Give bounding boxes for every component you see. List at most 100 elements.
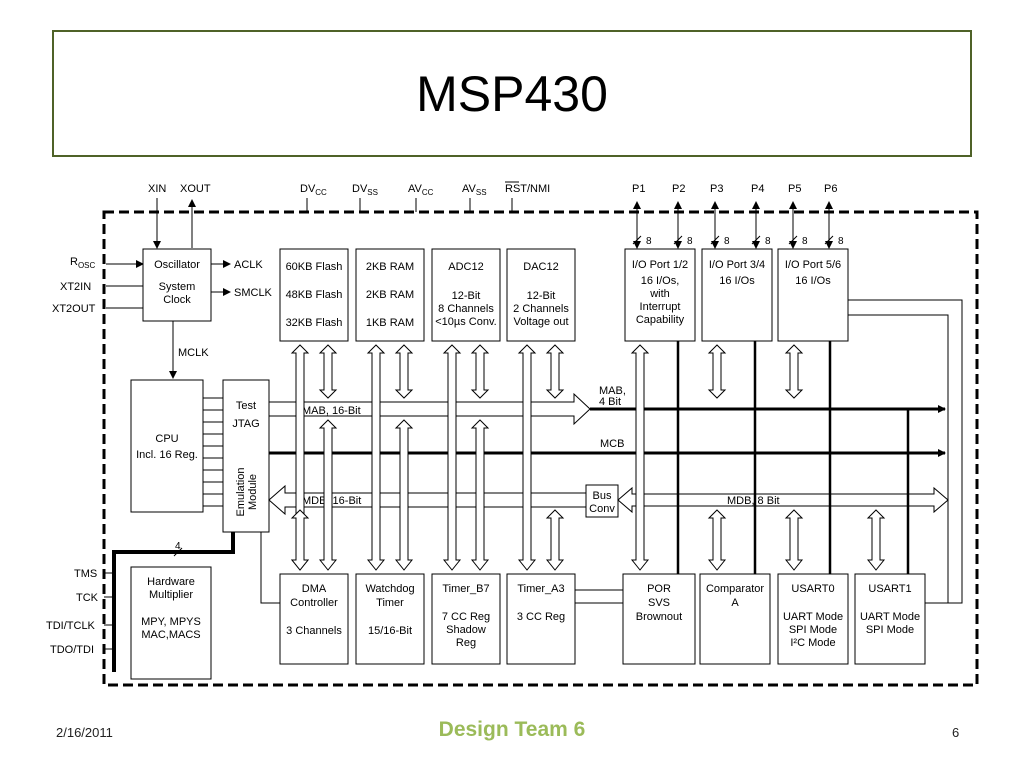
bus-connectors	[290, 344, 886, 571]
pin-p5: P5	[788, 183, 801, 195]
svg-text:System: System	[159, 281, 196, 293]
svg-text:60KB Flash: 60KB Flash	[286, 261, 343, 273]
svg-text:8: 8	[765, 236, 771, 247]
footer-page-number: 6	[952, 725, 960, 740]
aclk-label: ACLK	[234, 259, 263, 271]
pin-rst-nmi: RST/NMI	[505, 183, 550, 195]
por-svs-block	[622, 573, 696, 665]
svg-text:16 I/Os: 16 I/Os	[795, 275, 831, 287]
pin-p3: P3	[710, 183, 723, 195]
bus-conv-block	[585, 484, 619, 518]
pin-xin: XIN	[148, 183, 166, 195]
usart0-block	[777, 573, 849, 665]
dma-controller-block	[279, 573, 349, 665]
mab-16bit-bus	[268, 392, 591, 426]
svg-text:8: 8	[687, 236, 693, 247]
svg-text:Hardware: Hardware	[147, 576, 195, 588]
svg-text:16 I/Os: 16 I/Os	[719, 275, 755, 287]
svg-text:32KB Flash: 32KB Flash	[286, 317, 343, 329]
svg-text:Oscillator: Oscillator	[154, 259, 200, 271]
mclk-label: MCLK	[178, 347, 209, 359]
svg-text:DMA: DMA	[302, 583, 327, 595]
svg-text:2KB RAM: 2KB RAM	[366, 289, 414, 301]
svg-text:12-Bit: 12-Bit	[527, 290, 556, 302]
dac12-block	[506, 248, 576, 342]
pin-p4: P4	[751, 183, 764, 195]
svg-text:Module: Module	[247, 474, 259, 510]
svg-text:7 CC Reg: 7 CC Reg	[442, 611, 490, 623]
svg-text:Watchdog: Watchdog	[365, 583, 414, 595]
pin-p1: P1	[632, 183, 645, 195]
hardware-multiplier-block	[130, 566, 212, 680]
svg-text:3 CC Reg: 3 CC Reg	[517, 611, 565, 623]
svg-text:UART Mode: UART Mode	[783, 611, 843, 623]
svg-text:1KB RAM: 1KB RAM	[366, 317, 414, 329]
svg-text:8: 8	[802, 236, 808, 247]
svg-text:Controller: Controller	[290, 597, 338, 609]
svg-text:Test: Test	[236, 400, 256, 412]
mdb-8bit-bus	[617, 486, 949, 514]
comparator-a-block	[699, 573, 771, 665]
watchdog-timer-block	[355, 573, 425, 665]
svg-text:Multiplier: Multiplier	[149, 589, 193, 601]
timer-b7-block	[431, 573, 501, 665]
footer-date: 2/16/2011	[56, 725, 113, 740]
pin-tck: TCK	[76, 592, 99, 604]
svg-text:Conv: Conv	[589, 503, 615, 515]
pin-rosc: ROSC	[70, 256, 96, 270]
svg-text:Voltage out: Voltage out	[513, 316, 568, 328]
svg-text:MAB,: MAB,	[599, 385, 626, 397]
title-box: MSP430	[52, 30, 972, 157]
pin-p2: P2	[672, 183, 685, 195]
io-port-5-6-block	[777, 248, 849, 342]
smclk-label: SMCLK	[234, 287, 273, 299]
footer-team-name: Design Team 6	[438, 718, 586, 741]
svg-text:15/16-Bit: 15/16-Bit	[368, 625, 412, 637]
svg-text:8: 8	[838, 236, 844, 247]
port-pin-lines	[632, 201, 834, 249]
svg-text:4 Bit: 4 Bit	[599, 396, 621, 408]
svg-text:Comparator: Comparator	[706, 583, 764, 595]
svg-text:Incl. 16 Reg.: Incl. 16 Reg.	[136, 449, 198, 461]
svg-text:Interrupt: Interrupt	[640, 301, 681, 313]
pin-tdi-tclk: TDI/TCLK	[46, 620, 96, 632]
ram-block	[355, 248, 425, 342]
svg-text:POR: POR	[647, 583, 671, 595]
pin-p6: P6	[824, 183, 837, 195]
svg-text:2KB RAM: 2KB RAM	[366, 261, 414, 273]
svg-text:I²C Mode: I²C Mode	[790, 637, 835, 649]
jtag-emulation-block	[222, 379, 270, 533]
svg-text:JTAG: JTAG	[232, 418, 259, 430]
svg-text:SPI Mode: SPI Mode	[789, 624, 837, 636]
svg-text:<10µs Conv.: <10µs Conv.	[435, 316, 496, 328]
chip-boundary	[102, 210, 979, 687]
flash-block	[279, 248, 349, 342]
cpu-block	[130, 379, 204, 513]
svg-text:8 Channels: 8 Channels	[438, 303, 494, 315]
pin-xt2out: XT2OUT	[52, 303, 96, 315]
adc12-block	[431, 248, 501, 342]
svg-text:Timer: Timer	[376, 597, 404, 609]
svg-text:USART0: USART0	[791, 583, 834, 595]
svg-text:USART1: USART1	[868, 583, 911, 595]
svg-text:A: A	[731, 597, 739, 609]
timer-a3-block	[506, 573, 576, 665]
usart1-block	[854, 573, 926, 665]
pin-dvcc: DVCC	[300, 183, 327, 197]
svg-text:Timer_A3: Timer_A3	[517, 583, 564, 595]
svg-text:Timer_B7: Timer_B7	[442, 583, 489, 595]
svg-text:MCB: MCB	[600, 438, 624, 450]
svg-text:12-Bit: 12-Bit	[452, 290, 481, 302]
svg-text:MPY, MPYS: MPY, MPYS	[141, 616, 201, 628]
svg-text:3 Channels: 3 Channels	[286, 625, 342, 637]
svg-text:I/O Port 3/4: I/O Port 3/4	[709, 259, 765, 271]
svg-text:Reg: Reg	[456, 637, 476, 649]
pin-xout: XOUT	[180, 183, 211, 195]
pin-dvss: DVSS	[352, 183, 378, 197]
svg-text:48KB Flash: 48KB Flash	[286, 289, 343, 301]
svg-text:8: 8	[646, 236, 652, 247]
pin-tdo-tdi: TDO/TDI	[50, 644, 94, 656]
svg-text:Shadow: Shadow	[446, 624, 486, 636]
svg-text:16 I/Os,: 16 I/Os,	[641, 275, 680, 287]
pin-xt2in: XT2IN	[60, 281, 91, 293]
